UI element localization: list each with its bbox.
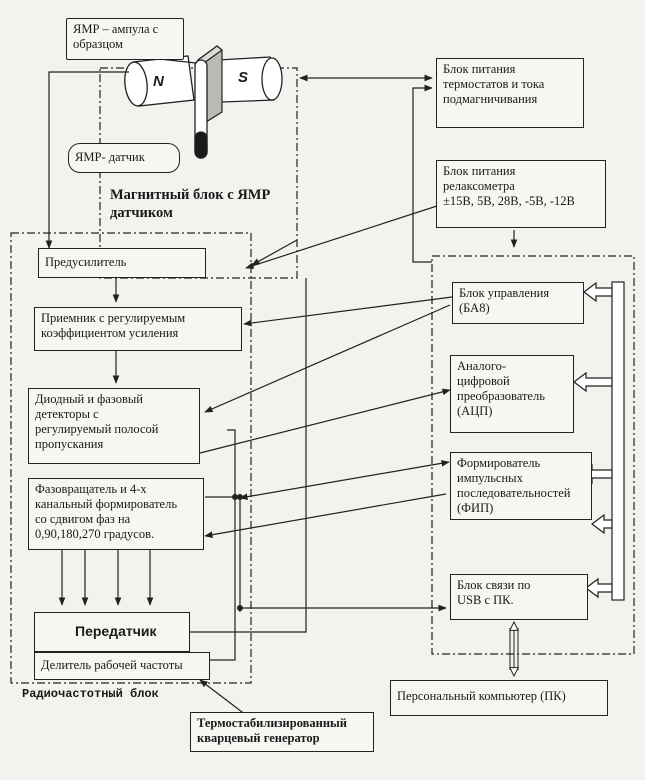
- divider-block: Делитель рабочей частоты: [34, 652, 210, 680]
- control-unit-block: Блок управления (БА8): [452, 282, 584, 324]
- adc-label: Аналого- цифровой преобразователь (АЦП): [457, 359, 545, 418]
- usb-link-block: Блок связи по USB с ПК.: [450, 574, 588, 620]
- transmitter-block: Передатчик: [34, 612, 190, 652]
- generator-block: Термостабилизированный кварцевый генерат…: [190, 712, 374, 752]
- divider-label: Делитель рабочей частоты: [41, 658, 183, 672]
- control-bus: [573, 281, 625, 601]
- phase-shifter-label: Фазовращатель и 4-х канальный формироват…: [35, 482, 178, 541]
- ampoule-tube: [194, 59, 208, 159]
- adc-block: Аналого- цифровой преобразователь (АЦП): [450, 355, 574, 433]
- magnet-s: [217, 56, 283, 103]
- preamp-label: Предусилитель: [45, 255, 127, 269]
- generator-label: Термостабилизированный кварцевый генерат…: [197, 716, 348, 745]
- ampoule-label: ЯМР – ампула с образцом: [73, 22, 159, 51]
- pulse-former-block: Формирователь импульсных последовательно…: [450, 452, 592, 520]
- pulse-former-label: Формирователь импульсных последовательно…: [457, 456, 571, 515]
- rf-block-title: Радиочастотный блок: [22, 687, 159, 701]
- detectors-block: Диодный и фазовый детекторы с регулируем…: [28, 388, 200, 464]
- power-relaxometer-block: Блок питания релаксометра ±15В, 5В, 28В,…: [436, 160, 606, 228]
- magnet-s-label: S: [238, 69, 249, 86]
- rf-block-frame: [10, 232, 252, 684]
- preamp-block: Предусилитель: [38, 248, 206, 278]
- power-thermostats-block: Блок питания термостатов и тока подмагни…: [436, 58, 584, 128]
- power-relaxometer-label: Блок питания релаксометра ±15В, 5В, 28В,…: [443, 164, 575, 208]
- magnetic-block-title: Магнитный блок с ЯМР датчиком: [110, 187, 271, 221]
- receiver-label: Приемник с регулируемым коэффициентом ус…: [41, 311, 186, 340]
- control-block-frame: [431, 255, 635, 655]
- ampoule-callout: ЯМР – ампула с образцом: [66, 18, 184, 60]
- control-unit-label: Блок управления (БА8): [459, 286, 550, 315]
- power-thermostats-label: Блок питания термостатов и тока подмагни…: [443, 62, 545, 106]
- transmitter-label: Передатчик: [75, 623, 157, 639]
- pc-label: Персональный компьютер (ПК): [397, 689, 566, 703]
- phase-shifter-block: Фазовращатель и 4-х канальный формироват…: [28, 478, 204, 550]
- sensor-callout: ЯМР- датчик: [68, 143, 180, 173]
- sensor-label: ЯМР- датчик: [75, 150, 145, 164]
- receiver-block: Приемник с регулируемым коэффициентом ус…: [34, 307, 242, 351]
- magnet-n-label: N: [153, 73, 164, 90]
- pc-block: Персональный компьютер (ПК): [390, 680, 608, 716]
- detectors-label: Диодный и фазовый детекторы с регулируем…: [35, 392, 159, 451]
- usb-link-label: Блок связи по USB с ПК.: [457, 578, 531, 607]
